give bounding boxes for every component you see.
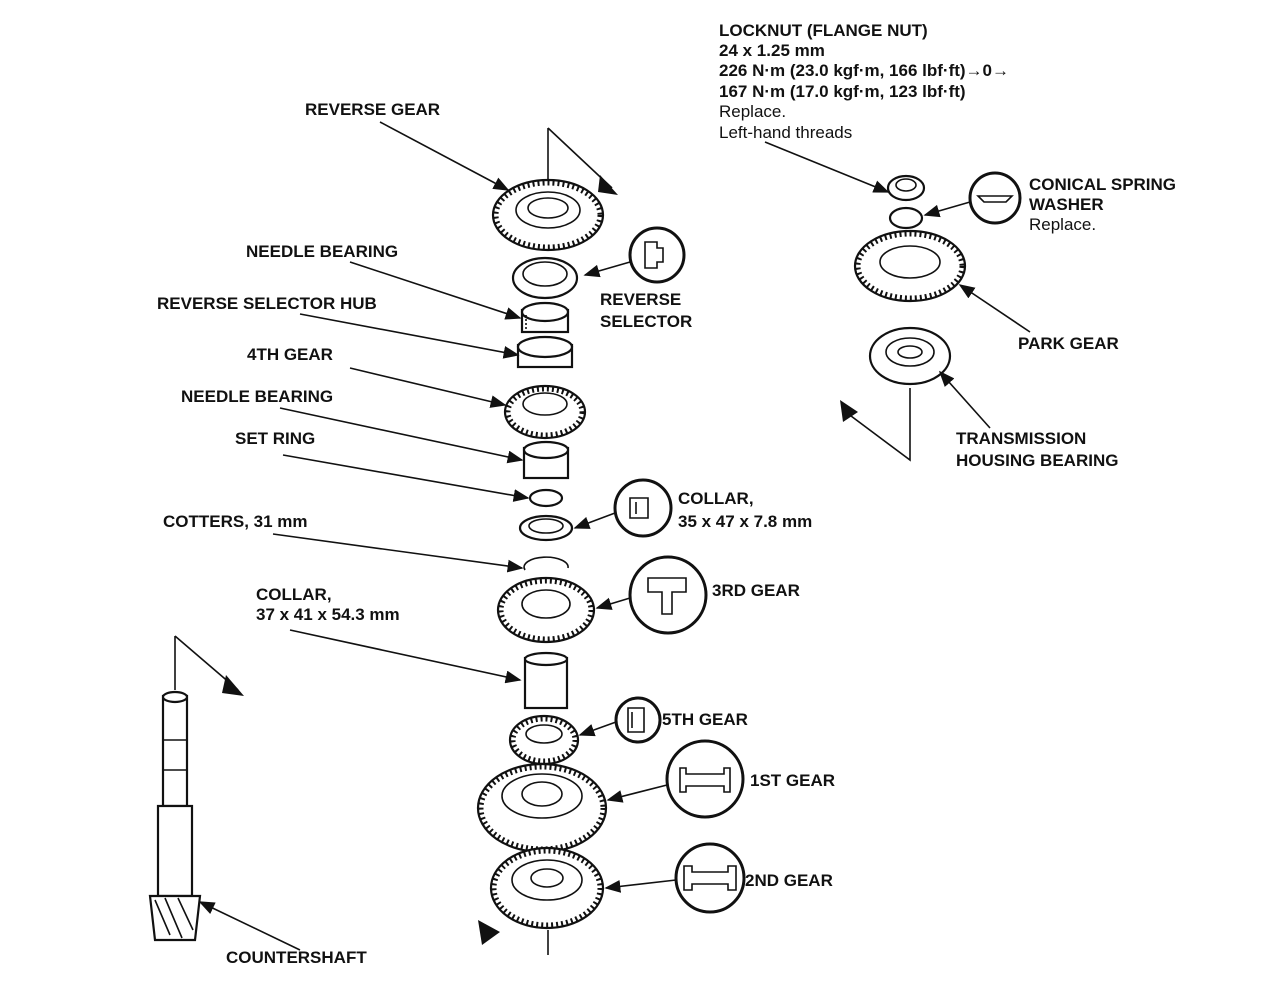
set-ring [528,488,564,508]
locknut [886,174,926,202]
label-needle-bearing-lower: NEEDLE BEARING [181,387,333,406]
conical-spring-washer [888,206,924,230]
label-locknut-torque-1: 226 N·m (23.0 kgf·m, 166 lbf·ft)→0→ [719,61,1009,80]
label-collar-short: COLLAR, [678,489,754,508]
label-reverse-selector: REVERSE [600,290,681,309]
fourth-gear [503,384,587,440]
label-countershaft: COUNTERSHAFT [226,948,367,967]
second-gear-inset [674,842,746,914]
needle-bearing-upper [511,256,579,300]
label-collar-long: COLLAR, [256,585,332,604]
label-set-ring: SET RING [235,429,315,448]
label-locknut-replace: Replace. [719,102,786,121]
transmission-housing-bearing [868,326,952,386]
label-locknut-size: 24 x 1.25 mm [719,41,825,60]
label-second-gear: 2ND GEAR [745,871,833,890]
label-transmission-housing-bearing-2: HOUSING BEARING [956,451,1118,470]
first-gear-inset [665,739,745,819]
park-gear [853,229,967,303]
label-fifth-gear: 5TH GEAR [662,710,748,729]
needle-bearing-lower [522,440,570,480]
collar-short-inset [613,478,673,538]
label-conical-spring-washer-2: WASHER [1029,195,1104,214]
label-locknut-torque-2: 167 N·m (17.0 kgf·m, 123 lbf·ft) [719,82,966,101]
label-cotters: COTTERS, 31 mm [163,512,308,531]
label-fourth-gear: 4TH GEAR [247,345,333,364]
fifth-gear [508,714,580,766]
label-needle-bearing-upper: NEEDLE BEARING [246,242,398,261]
label-collar-long-size: 37 x 41 x 54.3 mm [256,605,400,624]
label-collar-short-size: 35 x 47 x 7.8 mm [678,512,812,531]
countershaft [148,690,202,942]
first-gear [476,762,608,854]
reverse-gear [491,178,605,252]
needle-bearing-upper-2 [516,335,574,369]
third-gear-inset [628,555,708,635]
cotters [523,556,569,571]
label-reverse-selector-hub: REVERSE SELECTOR HUB [157,294,377,313]
label-conical-spring-washer: CONICAL SPRING [1029,175,1176,194]
label-first-gear: 1ST GEAR [750,771,835,790]
conical-spring-washer-inset [968,171,1022,225]
label-locknut-threads: Left-hand threads [719,123,852,142]
label-third-gear: 3RD GEAR [712,581,800,600]
label-transmission-housing-bearing: TRANSMISSION [956,429,1086,448]
collar-long [523,651,569,710]
collar-short [518,514,574,542]
label-washer-replace: Replace. [1029,215,1096,234]
label-reverse-gear: REVERSE GEAR [305,100,440,119]
axis-guides [174,127,911,955]
second-gear [489,846,605,930]
reverse-selector-inset [628,226,686,284]
leader-lines [198,121,1031,951]
fifth-gear-inset [614,696,662,744]
label-locknut: LOCKNUT (FLANGE NUT) [719,21,928,40]
label-park-gear: PARK GEAR [1018,334,1119,353]
third-gear [496,576,596,644]
label-reverse-selector-2: SELECTOR [600,312,692,331]
reverse-selector-hub [520,301,570,334]
